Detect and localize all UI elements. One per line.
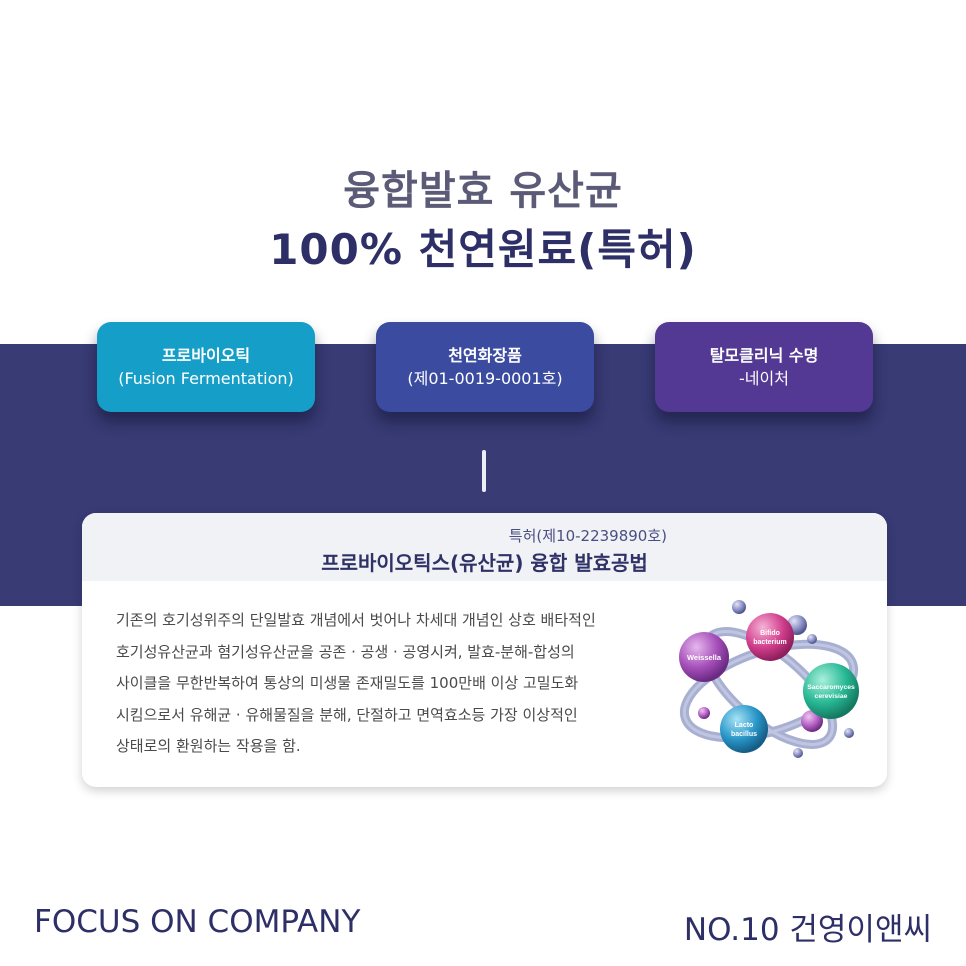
description-line: 사이클을 무한반복하여 통상의 미생물 존재밀도를 100만배 이상 고밀도화 <box>116 674 579 692</box>
bifido-label-2: bacterium <box>753 639 786 646</box>
bifidobacterium-sphere: Bifido bacterium <box>746 613 794 661</box>
weissella-label: Weissella <box>687 653 722 662</box>
pill-probiotic-sub: (Fusion Fermentation) <box>118 369 294 388</box>
lacto-label-1: Lacto <box>735 722 754 729</box>
sacch-label-2: cerevisiae <box>815 693 848 700</box>
patent-card: 특허(제10-2239890호) 프로바이오틱스(유산균) 융합 발효공법 기존… <box>82 513 887 787</box>
footer-right-text: NO.10 건영이앤씨 <box>683 912 932 948</box>
saccharomyces-sphere: Saccaromyces cerevisiae <box>803 663 859 719</box>
description-line: 시킴으로서 유해균 · 유해물질을 분해, 단절하고 면역효소등 가장 이상적인 <box>116 705 578 724</box>
pill-natural-cosmetics-sub: (제01-0019-0001호) <box>407 369 563 388</box>
pill-hair-clinic-title: 탈모클리닉 수명 <box>709 346 819 365</box>
lactobacillus-sphere: Lacto bacillus <box>720 705 768 753</box>
heading-line-1: 융합발효 유산균 <box>343 168 623 214</box>
card-title: 프로바이오틱스(유산균) 융합 발효공법 <box>321 551 648 575</box>
card-header: 특허(제10-2239890호) 프로바이오틱스(유산균) 융합 발효공법 <box>82 513 887 581</box>
pill-natural-cosmetics: 천연화장품 (제01-0019-0001호) <box>376 322 594 412</box>
footer-left-text: FOCUS ON COMPANY <box>34 904 361 940</box>
description-line: 상태로의 환원하는 작용을 함. <box>116 737 301 755</box>
pill-natural-cosmetics-title: 천연화장품 <box>448 346 522 365</box>
pill-probiotic: 프로바이오틱 (Fusion Fermentation) <box>97 322 315 412</box>
microbe-molecule-illustration: Weissella Bifido bacterium Saccaromyces … <box>679 600 859 758</box>
lacto-label-2: bacillus <box>731 731 757 738</box>
description-line: 호기성유산균과 혐기성유산균을 공존 · 공생 · 공영시켜, 발효-분해-합성… <box>116 642 575 661</box>
pill-hair-clinic-sub: -네이처 <box>739 369 789 388</box>
weissella-sphere: Weissella <box>679 632 729 682</box>
bifido-label-1: Bifido <box>760 630 780 637</box>
connector-line <box>482 450 486 492</box>
patent-number: 특허(제10-2239890호) <box>508 527 667 545</box>
pill-hair-clinic: 탈모클리닉 수명 -네이처 <box>655 322 873 412</box>
card-description: 기존의 호기성위주의 단일발효 개념에서 벗어나 차세대 개념인 상호 배타적인… <box>116 605 661 763</box>
description-line: 기존의 호기성위주의 단일발효 개념에서 벗어나 차세대 개념인 상호 배타적인 <box>116 611 596 629</box>
heading-line-2: 100% 천연원료(특허) <box>269 225 697 274</box>
sacch-label-1: Saccaromyces <box>807 684 855 691</box>
pill-probiotic-title: 프로바이오틱 <box>161 346 251 365</box>
